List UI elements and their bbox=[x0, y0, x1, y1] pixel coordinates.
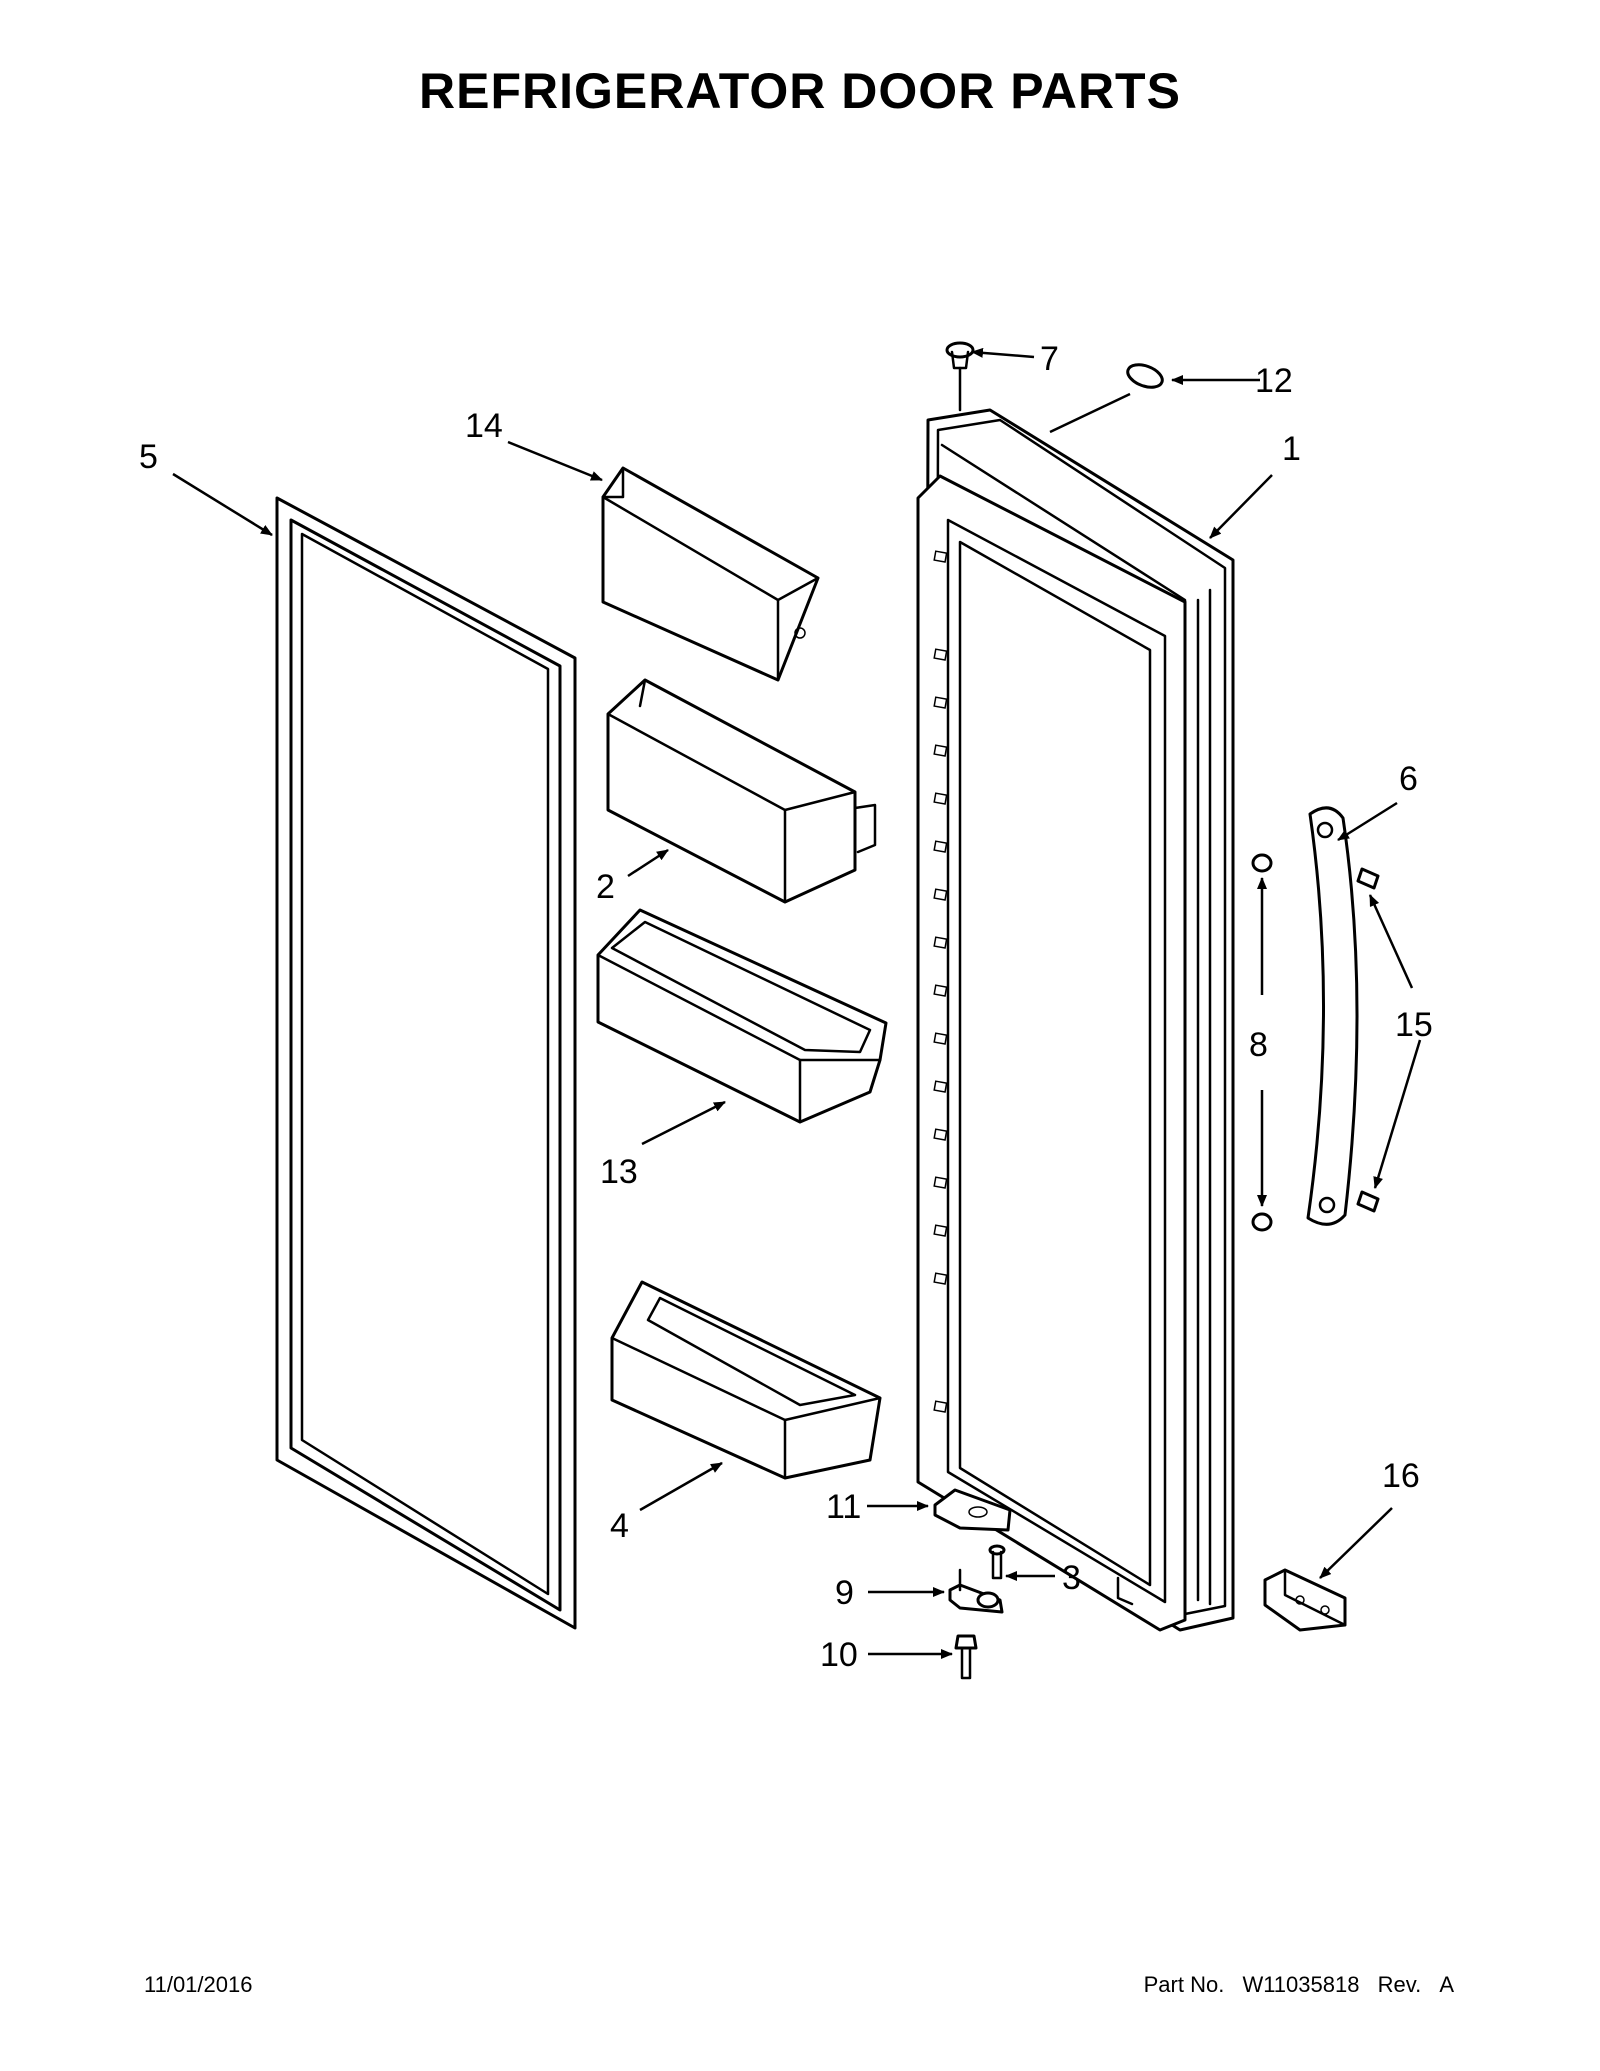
callout-6: 6 bbox=[1399, 760, 1418, 798]
door-shelf-clips bbox=[933, 550, 948, 1413]
hinge-bolt bbox=[954, 1634, 978, 1680]
callout-5: 5 bbox=[139, 438, 158, 476]
callout-10: 10 bbox=[820, 1636, 858, 1674]
diagram-title: REFRIGERATOR DOOR PARTS bbox=[419, 63, 1181, 119]
callout-13: 13 bbox=[600, 1153, 638, 1191]
refrigerator-door bbox=[916, 408, 1235, 1632]
handle-screws bbox=[1356, 867, 1380, 1213]
callout-14: 14 bbox=[465, 407, 503, 445]
door-bin-bottom bbox=[610, 1280, 882, 1480]
door-gasket bbox=[275, 496, 577, 1630]
handle-spacers bbox=[1251, 853, 1273, 1232]
door-handle bbox=[1306, 806, 1359, 1226]
callout-labels: 1 2 3 4 5 6 7 8 9 10 11 12 13 14 15 16 bbox=[139, 340, 1433, 1674]
callout-1: 1 bbox=[1282, 430, 1301, 468]
hinge-screw bbox=[988, 1544, 1006, 1580]
callout-16: 16 bbox=[1382, 1457, 1420, 1495]
revision-value: A bbox=[1439, 1972, 1454, 1997]
callout-7: 7 bbox=[1040, 340, 1059, 378]
footer-part-info: Part No. W11035818 Rev. A bbox=[1144, 1972, 1454, 1998]
callout-9: 9 bbox=[835, 1574, 854, 1612]
hinge-plug bbox=[945, 341, 975, 412]
callout-3: 3 bbox=[1062, 1559, 1081, 1597]
callout-12: 12 bbox=[1255, 362, 1293, 400]
footer-date: 11/01/2016 bbox=[144, 1972, 253, 1997]
ring-seal bbox=[1126, 363, 1164, 389]
callout-4: 4 bbox=[610, 1507, 629, 1545]
door-closer-bracket bbox=[1263, 1568, 1347, 1632]
callout-15: 15 bbox=[1395, 1006, 1433, 1044]
callout-leaders bbox=[172, 347, 1422, 1659]
callout-11: 11 bbox=[826, 1488, 861, 1526]
door-bin-covered bbox=[606, 678, 877, 904]
revision-label: Rev. bbox=[1377, 1972, 1422, 1997]
callout-8: 8 bbox=[1249, 1026, 1268, 1064]
door-bin-open bbox=[596, 908, 888, 1124]
callout-2: 2 bbox=[596, 868, 615, 906]
hinge-plate bbox=[933, 1488, 1012, 1532]
part-number-label: Part No. bbox=[1143, 1972, 1225, 1997]
bottom-hinge-pin bbox=[948, 1568, 1004, 1614]
part-number: W11035818 bbox=[1242, 1972, 1360, 1997]
door-bin-top bbox=[601, 466, 820, 682]
